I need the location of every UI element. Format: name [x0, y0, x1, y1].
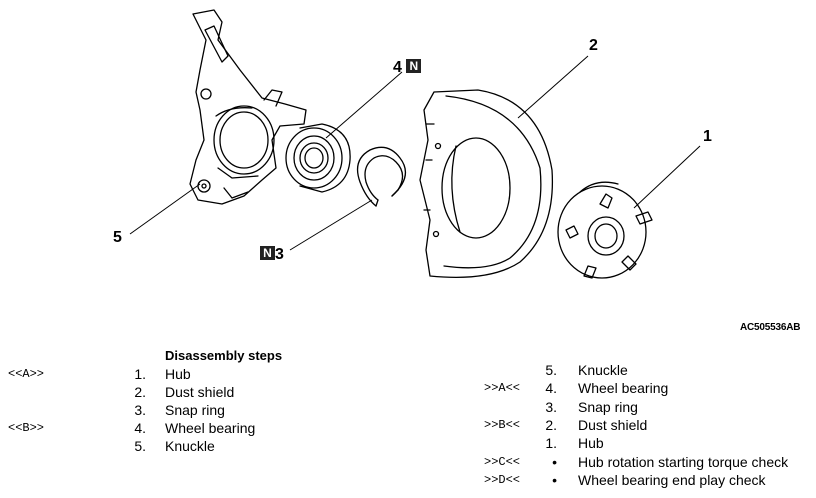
step-text: Hub rotation starting torque check	[578, 454, 789, 470]
snap-ring-drawing	[356, 146, 407, 207]
callout-2: 2	[589, 38, 598, 54]
leader-line-4	[325, 71, 403, 139]
step-mark: >>C<<	[484, 455, 521, 469]
step-number: 4.	[134, 420, 146, 436]
step-text: Wheel bearing	[165, 420, 256, 436]
step-text: Hub	[578, 435, 604, 451]
step-number: 1.	[545, 435, 557, 451]
step-number: 3.	[134, 402, 146, 418]
step-number: 5.	[545, 362, 557, 378]
callout-5: 5	[113, 230, 122, 246]
step-text: Dust shield	[165, 384, 235, 400]
step-text: Wheel bearing	[578, 380, 669, 396]
callout-4-number: 4	[393, 59, 402, 76]
hub-drawing	[557, 181, 653, 279]
step-text: Knuckle	[165, 438, 215, 454]
callout-3-number: 3	[275, 246, 284, 263]
step-mark: <<B>>	[8, 421, 45, 435]
step-mark: >>A<<	[484, 381, 521, 395]
step-number: 2.	[134, 384, 146, 400]
figure-id: AC505536AB	[740, 322, 801, 333]
step-number: 5.	[134, 438, 146, 454]
dust-shield-drawing	[419, 89, 554, 279]
callout-1-number: 1	[703, 128, 712, 145]
step-mark: <<A>>	[8, 367, 45, 381]
new-part-marker: N	[406, 59, 422, 73]
leader-line-2	[517, 55, 589, 119]
wheel-bearing-drawing	[285, 123, 351, 193]
step-mark: >>D<<	[484, 473, 521, 487]
callout-5-number: 5	[113, 229, 122, 246]
callout-4: 4 N	[393, 59, 422, 76]
step-bullet: •	[552, 454, 557, 470]
leader-line-1	[633, 145, 701, 209]
step-text: Knuckle	[578, 362, 628, 378]
callout-2-number: 2	[589, 37, 598, 54]
step-text: Wheel bearing end play check	[578, 472, 766, 488]
disassembly-heading: Disassembly steps	[165, 348, 283, 363]
exploded-view-illustration	[129, 9, 701, 279]
step-text: Dust shield	[578, 417, 648, 433]
new-part-marker: N	[260, 246, 275, 260]
leader-line-3	[289, 199, 373, 251]
step-number: 2.	[545, 417, 557, 433]
step-mark: >>B<<	[484, 418, 521, 432]
leader-line-5	[129, 183, 201, 235]
step-bullet: •	[552, 472, 557, 488]
step-text: Snap ring	[578, 399, 638, 415]
callout-1: 1	[703, 129, 712, 145]
step-number: 4.	[545, 380, 557, 396]
knuckle-drawing	[189, 9, 307, 205]
step-text: Snap ring	[165, 402, 225, 418]
step-text: Hub	[165, 366, 191, 382]
step-number: 3.	[545, 399, 557, 415]
step-number: 1.	[134, 366, 146, 382]
